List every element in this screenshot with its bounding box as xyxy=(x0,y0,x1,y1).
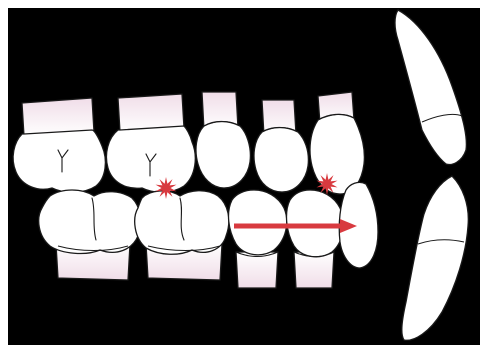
upper-molar-1 xyxy=(13,98,105,192)
upper-molar-2 xyxy=(106,94,195,192)
lower-molar-2 xyxy=(135,191,229,280)
